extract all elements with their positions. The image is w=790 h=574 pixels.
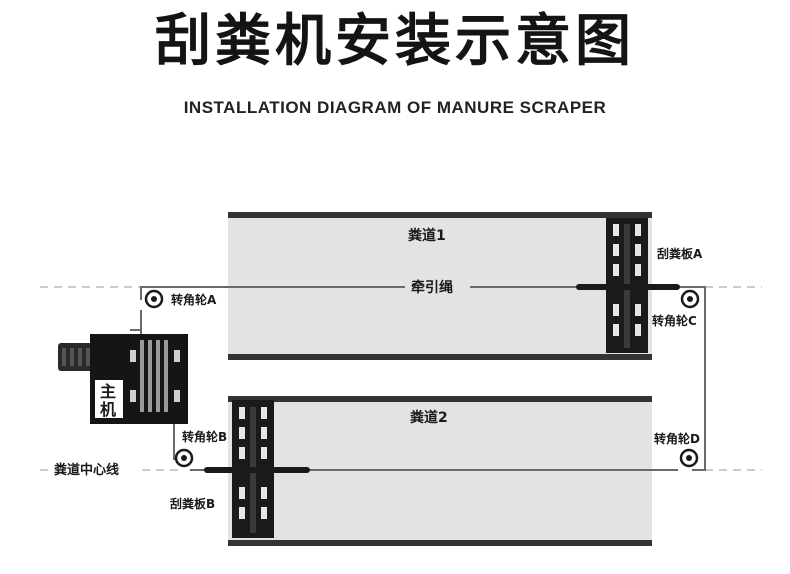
scraper-a-label: 刮粪板A	[657, 246, 703, 261]
pulley-b-label: 转角轮B	[182, 429, 227, 444]
pulley-c-label: 转角轮C	[652, 313, 697, 328]
rope-label: 牵引绳	[411, 279, 453, 296]
page-title: 刮粪机安装示意图	[155, 9, 635, 74]
pulley-a-icon	[144, 289, 164, 309]
scraper-b-label: 刮粪板B	[170, 496, 215, 511]
page-subtitle: INSTALLATION DIAGRAM OF MANURE SCRAPER	[183, 98, 607, 117]
pulley-a-label: 转角轮A	[171, 292, 217, 307]
pulley-b-icon	[174, 448, 194, 468]
pulley-c-icon	[680, 289, 700, 309]
scraper-b	[204, 400, 310, 538]
pulley-d-label: 转角轮D	[654, 431, 700, 446]
lane-2-label: 粪道2	[410, 409, 448, 426]
scraper-a	[576, 218, 680, 353]
main-unit-label-1: 主	[100, 382, 116, 401]
centerline-label: 粪道中心线	[54, 462, 119, 478]
main-unit-label-2: 机	[100, 400, 116, 419]
pulley-d-icon	[679, 448, 699, 468]
lane-1-label: 粪道1	[408, 227, 446, 244]
main-unit	[58, 334, 188, 424]
